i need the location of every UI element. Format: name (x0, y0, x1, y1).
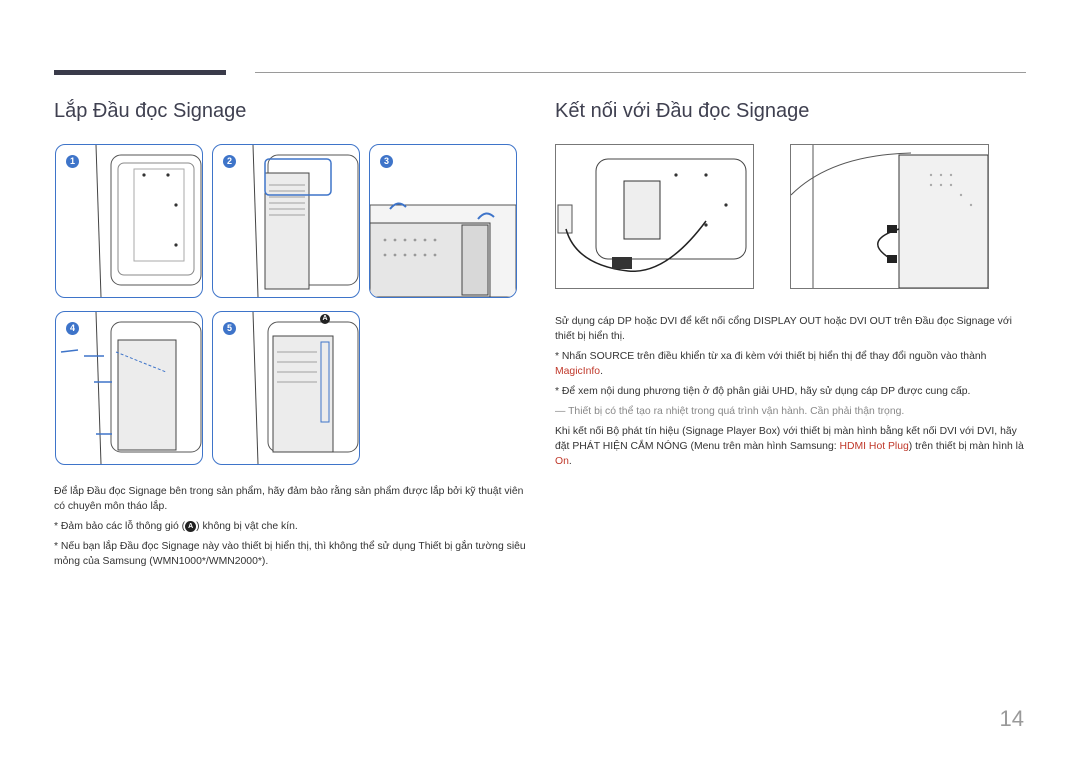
step-4-illustration: 4 (55, 311, 203, 465)
display-out-label: DISPLAY OUT (753, 316, 822, 327)
uhd-note: * Để xem nội dung phương tiện ở độ phân … (555, 386, 971, 397)
cable-instruction: Sử dụng cáp DP hoặc DVI để kết nối cổng … (555, 314, 1027, 344)
vent-note-suffix: ) không bị vật che kín. (196, 521, 298, 532)
right-instructions: Sử dụng cáp DP hoặc DVI để kết nối cổng … (555, 314, 1027, 474)
text-run: trên Đầu đọc Signage với thiết bị hiển t… (555, 316, 1012, 342)
player-box-drawing (252, 145, 359, 297)
installed-box-drawing (252, 312, 359, 464)
bracket-drawing (370, 202, 516, 297)
header-rule-light (255, 72, 1026, 73)
cable-connection-drawing (557, 158, 747, 272)
right-section-title: Kết nối với Đầu đọc Signage (555, 100, 810, 122)
page-number: 14 (999, 706, 1024, 731)
hdmi-hot-plug-label: HDMI Hot Plug (839, 441, 909, 452)
dvi-out-label: DVI OUT (849, 316, 892, 327)
connection-illustration-left (555, 144, 754, 289)
step-1-badge: 1 (66, 155, 79, 168)
step-4-badge: 4 (66, 322, 79, 335)
wall-mount-note: * Nếu bạn lắp Đầu đọc Signage này vào th… (54, 541, 526, 567)
vent-marker-a: A (320, 314, 330, 324)
install-warning-paragraph: Để lắp Đầu đọc Signage bên trong sản phẩ… (54, 486, 524, 512)
text-run: Khi kết nối Bộ phát tín hiệu (Signage Pl… (555, 426, 1017, 452)
text-run: . (568, 456, 572, 467)
magicinfo-label: MagicInfo (555, 366, 601, 377)
step-3-illustration: 3 (369, 144, 517, 298)
text-run: * Nhấn (555, 351, 590, 362)
source-note: * Nhấn SOURCE trên điều khiển từ xa đi k… (555, 349, 1027, 379)
left-instructions: Để lắp Đầu đọc Signage bên trong sản phẩ… (54, 484, 530, 574)
connection-illustration-right (790, 144, 989, 289)
vent-note: * Đảm bảo các lỗ thông gió (A) không bị … (54, 519, 530, 534)
hot-plug-instruction: Khi kết nối Bộ phát tín hiệu (Signage Pl… (555, 424, 1027, 469)
dvi-dp-cable-drawing (791, 145, 988, 288)
step-2-illustration: 2 (212, 144, 360, 298)
vent-note-prefix: * Đảm bảo các lỗ thông gió ( (54, 521, 186, 532)
text-run: trên điều khiển từ xa đi kèm với thiết b… (634, 351, 987, 362)
left-section-title: Lắp Đầu đọc Signage (54, 100, 247, 122)
step-5-badge: 5 (223, 322, 236, 335)
text-run: hoặc (821, 316, 850, 327)
header-rule-dark (54, 70, 226, 75)
source-label: SOURCE (589, 351, 635, 362)
panel-back-drawing (95, 145, 202, 297)
on-label: On (555, 456, 569, 467)
step-3-badge: 3 (380, 155, 393, 168)
screws-drawing (60, 312, 202, 464)
step-5-illustration: 5 A (212, 311, 360, 465)
step-2-badge: 2 (223, 155, 236, 168)
text-run: . (600, 366, 603, 377)
vent-note-marker: A (185, 520, 197, 532)
heat-caution: ― Thiết bị có thể tạo ra nhiệt trong quá… (555, 406, 905, 417)
text-run: ) trên thiết bị màn hình là (908, 441, 1024, 452)
step-1-illustration: 1 (55, 144, 203, 298)
text-run: Sử dụng cáp DP hoặc DVI để kết nối cổng (555, 316, 754, 327)
